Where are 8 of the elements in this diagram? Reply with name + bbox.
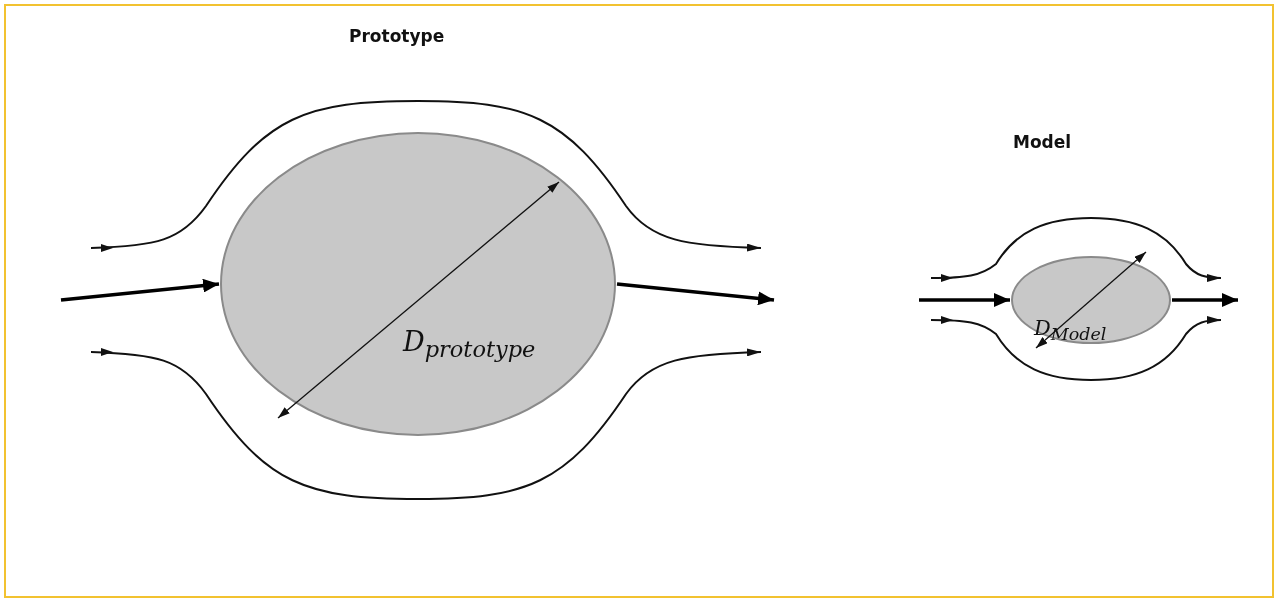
flow-arrow — [616, 282, 775, 306]
heading: Prototype — [349, 26, 445, 46]
diameter-label: D$_{Model}$ — [1034, 316, 1107, 345]
diameter-label: D$_{prototype}$ — [403, 326, 536, 363]
heading: Model — [1013, 132, 1072, 152]
flow-arrow — [919, 293, 1010, 307]
flow-arrow — [1172, 293, 1238, 307]
flow-arrow — [60, 278, 220, 302]
